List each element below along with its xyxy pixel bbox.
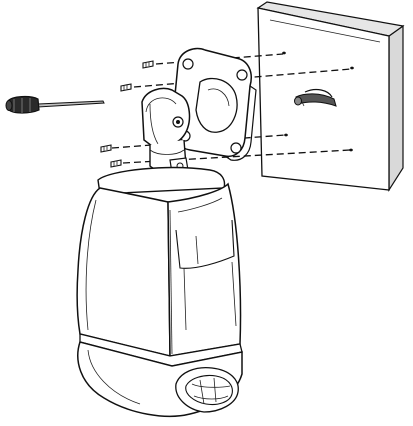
screw (110, 159, 122, 168)
wall-anchor-hole (349, 148, 353, 152)
mount-arm (141, 87, 191, 174)
dome-cover (77, 341, 243, 417)
screw (100, 144, 112, 153)
wall-anchor-hole (350, 66, 354, 70)
screw (142, 60, 154, 69)
screw (120, 83, 132, 92)
wall-anchor-hole (284, 133, 288, 137)
wall (256, 1, 405, 193)
mounting-bracket (171, 47, 257, 161)
screws (100, 60, 154, 168)
bracket-hole (230, 142, 242, 154)
bracket-hole (236, 69, 248, 81)
screwdriver (5, 95, 105, 114)
wall-cable (294, 88, 337, 107)
wall-anchor-hole (282, 51, 286, 55)
bracket-hole (182, 58, 194, 70)
camera-housing (76, 166, 243, 367)
